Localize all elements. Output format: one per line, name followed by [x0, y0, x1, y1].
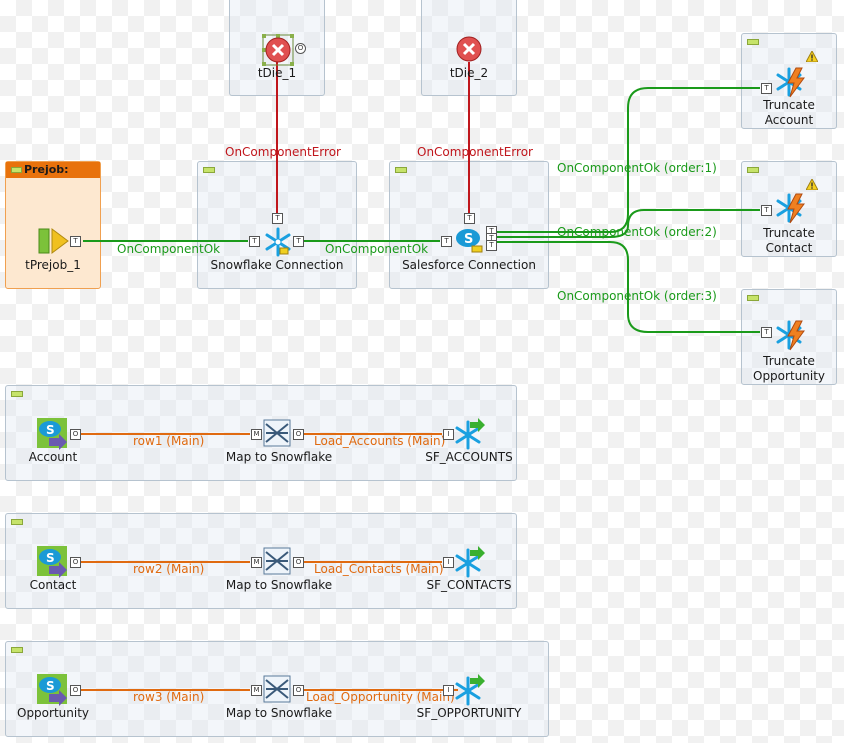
die1-label: tDie_1 — [257, 66, 297, 80]
load-contacts-link-label[interactable]: Load_Contacts (Main) — [314, 562, 444, 576]
map2-label: Map to Snowflake — [225, 578, 333, 592]
snowflake-truncate-icon[interactable] — [774, 319, 808, 353]
sf-opportunity-input-port[interactable]: I — [443, 685, 454, 696]
tmap-icon[interactable] — [262, 418, 292, 448]
truncate-contact-label-2: Contact — [765, 241, 813, 255]
sf-accounts-label: SF_ACCOUNTS — [425, 450, 513, 464]
collapse-toggle[interactable] — [11, 167, 22, 173]
salesforce-cloud-icon[interactable]: S — [454, 224, 486, 256]
warning-icon — [806, 51, 818, 62]
opportunity-output-port[interactable]: O — [70, 685, 81, 696]
truncate-account-label-2: Account — [764, 113, 814, 127]
map3-output-port[interactable]: O — [293, 685, 304, 696]
row2-link-label[interactable]: row2 (Main) — [133, 562, 205, 576]
prejob-icon[interactable] — [38, 228, 70, 256]
salesforce-error-port[interactable]: T — [464, 213, 475, 224]
salesforce-out-port-3[interactable]: T — [486, 240, 497, 251]
snowflake-out-port[interactable]: T — [293, 236, 304, 247]
link-label-order3[interactable]: OnComponentOk (order:3) — [557, 289, 717, 303]
collapse-toggle[interactable] — [11, 391, 23, 397]
link-label-order1[interactable]: OnComponentOk (order:1) — [557, 161, 717, 175]
snowflake-in-port[interactable]: T — [249, 236, 260, 247]
account-source-label: Account — [28, 450, 78, 464]
snowflake-truncate-icon[interactable] — [774, 66, 808, 100]
load-opportunity-link-label[interactable]: Load_Opportunity (Main) — [306, 690, 455, 704]
svg-text:S: S — [46, 423, 55, 437]
salesforce-connection-label: Salesforce Connection — [402, 258, 536, 272]
ok-link-order1 — [497, 87, 760, 233]
map3-label: Map to Snowflake — [225, 706, 333, 720]
tmap-icon[interactable] — [262, 546, 292, 576]
truncate-opportunity-label-1: Truncate — [763, 354, 815, 368]
collapse-toggle[interactable] — [203, 167, 215, 173]
snowflake-output-icon[interactable] — [454, 674, 486, 706]
map3-main-port[interactable]: M — [251, 685, 262, 696]
salesforce-input-icon[interactable]: S — [37, 674, 69, 706]
ok-link-order3 — [497, 241, 760, 333]
truncate-contact-label-1: Truncate — [763, 226, 815, 240]
truncate-account-in-port[interactable]: T — [761, 83, 772, 94]
map2-main-port[interactable]: M — [251, 557, 262, 568]
sf-accounts-input-port[interactable]: I — [443, 429, 454, 440]
contact-source-label: Contact — [29, 578, 77, 592]
truncate-opportunity-label-2: Opportunity — [752, 369, 826, 383]
prejob-trigger-port[interactable]: T — [70, 236, 81, 247]
account-output-port[interactable]: O — [70, 429, 81, 440]
prejob-title: Prejob: — [24, 163, 69, 176]
truncate-account-label-1: Truncate — [763, 98, 815, 112]
truncate-contact-in-port[interactable]: T — [761, 205, 772, 216]
map2-output-port[interactable]: O — [293, 557, 304, 568]
snowflake-truncate-icon[interactable] — [774, 192, 808, 226]
die-icon[interactable] — [262, 34, 294, 66]
svg-text:S: S — [46, 551, 55, 565]
row3-link-label[interactable]: row3 (Main) — [133, 690, 205, 704]
die2-label: tDie_2 — [449, 66, 489, 80]
snowflake-output-icon[interactable] — [454, 418, 486, 450]
opportunity-source-label: Opportunity — [16, 706, 90, 720]
collapse-toggle[interactable] — [747, 167, 759, 173]
salesforce-in-port[interactable]: T — [441, 236, 452, 247]
row1-link-label[interactable]: row1 (Main) — [133, 434, 205, 448]
collapse-toggle[interactable] — [747, 39, 759, 45]
map1-main-port[interactable]: M — [251, 429, 262, 440]
sf-opportunity-label: SF_OPPORTUNITY — [416, 706, 522, 720]
prejob-component-label: tPrejob_1 — [25, 258, 81, 272]
salesforce-input-icon[interactable]: S — [37, 418, 69, 450]
die1-output-port[interactable]: O — [295, 43, 306, 54]
snowflake-output-icon[interactable] — [454, 546, 486, 578]
link-label-error-2[interactable]: OnComponentError — [417, 145, 533, 159]
load-accounts-link-label[interactable]: Load_Accounts (Main) — [314, 434, 446, 448]
sf-contacts-label: SF_CONTACTS — [426, 578, 512, 592]
prejob-subjob[interactable]: Prejob: — [5, 161, 101, 289]
snowflake-connection-label: Snowflake Connection — [210, 258, 344, 272]
collapse-toggle[interactable] — [747, 295, 759, 301]
contact-output-port[interactable]: O — [70, 557, 81, 568]
link-label-error-1[interactable]: OnComponentError — [225, 145, 341, 159]
ok-link-order2 — [497, 209, 760, 238]
map1-output-port[interactable]: O — [293, 429, 304, 440]
map1-label: Map to Snowflake — [225, 450, 333, 464]
salesforce-input-icon[interactable]: S — [37, 546, 69, 578]
collapse-toggle[interactable] — [395, 167, 407, 173]
sf-contacts-input-port[interactable]: I — [443, 557, 454, 568]
link-label-ok-2[interactable]: OnComponentOk — [325, 242, 429, 256]
snowflake-icon[interactable] — [262, 226, 294, 258]
collapse-toggle[interactable] — [11, 519, 23, 525]
svg-text:S: S — [464, 232, 473, 247]
svg-text:S: S — [46, 679, 55, 693]
warning-icon — [806, 179, 818, 190]
collapse-toggle[interactable] — [11, 647, 23, 653]
snowflake-error-port[interactable]: T — [272, 213, 283, 224]
link-label-order2[interactable]: OnComponentOk (order:2) — [557, 225, 717, 239]
tmap-icon[interactable] — [262, 674, 292, 704]
die-icon[interactable] — [454, 34, 486, 66]
truncate-opportunity-in-port[interactable]: T — [761, 327, 772, 338]
link-label-ok-1[interactable]: OnComponentOk — [117, 242, 221, 256]
